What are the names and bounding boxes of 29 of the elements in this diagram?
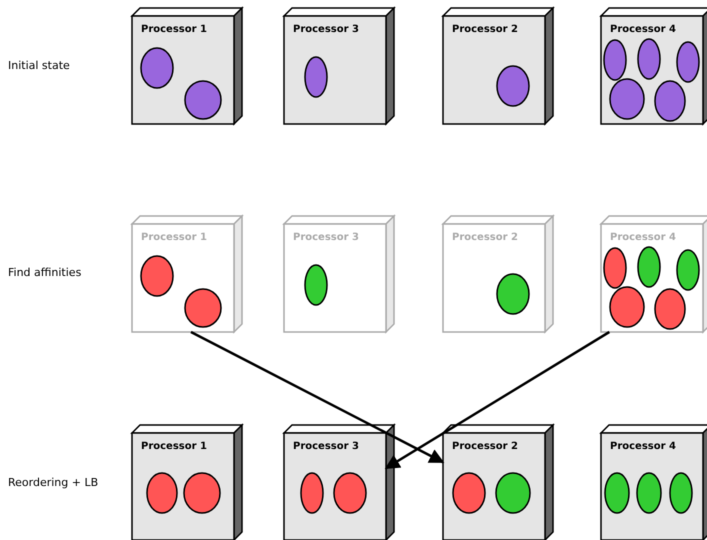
processor-label: Processor 1 — [141, 24, 207, 35]
processor-box — [601, 216, 707, 332]
processor-box — [601, 8, 707, 124]
processor-label: Processor 1 — [141, 441, 207, 452]
processor-label: Processor 2 — [452, 232, 518, 243]
processor-box — [284, 8, 396, 124]
processor-label: Processor 4 — [610, 232, 676, 243]
processor-label: Processor 2 — [452, 441, 518, 452]
processor-label: Processor 3 — [293, 24, 359, 35]
processor-label: Processor 2 — [452, 24, 518, 35]
processor-box — [443, 8, 555, 124]
row-label: Reordering + LB — [8, 476, 98, 489]
processor-box — [443, 216, 555, 332]
processor-label: Processor 3 — [293, 232, 359, 243]
processor-box — [284, 216, 396, 332]
arrow — [190, 330, 444, 464]
processor-label: Processor 4 — [610, 24, 676, 35]
processor-box — [132, 425, 244, 540]
row-label: Initial state — [8, 59, 70, 72]
processor-box — [443, 425, 555, 540]
processor-box — [284, 425, 396, 540]
processor-box — [601, 425, 707, 540]
row-label: Find affinities — [8, 266, 82, 279]
processor-label: Processor 4 — [610, 441, 676, 452]
processor-box — [132, 216, 244, 332]
processor-label: Processor 1 — [141, 232, 207, 243]
arrow — [384, 330, 610, 470]
processor-label: Processor 3 — [293, 441, 359, 452]
processor-box — [132, 8, 244, 124]
